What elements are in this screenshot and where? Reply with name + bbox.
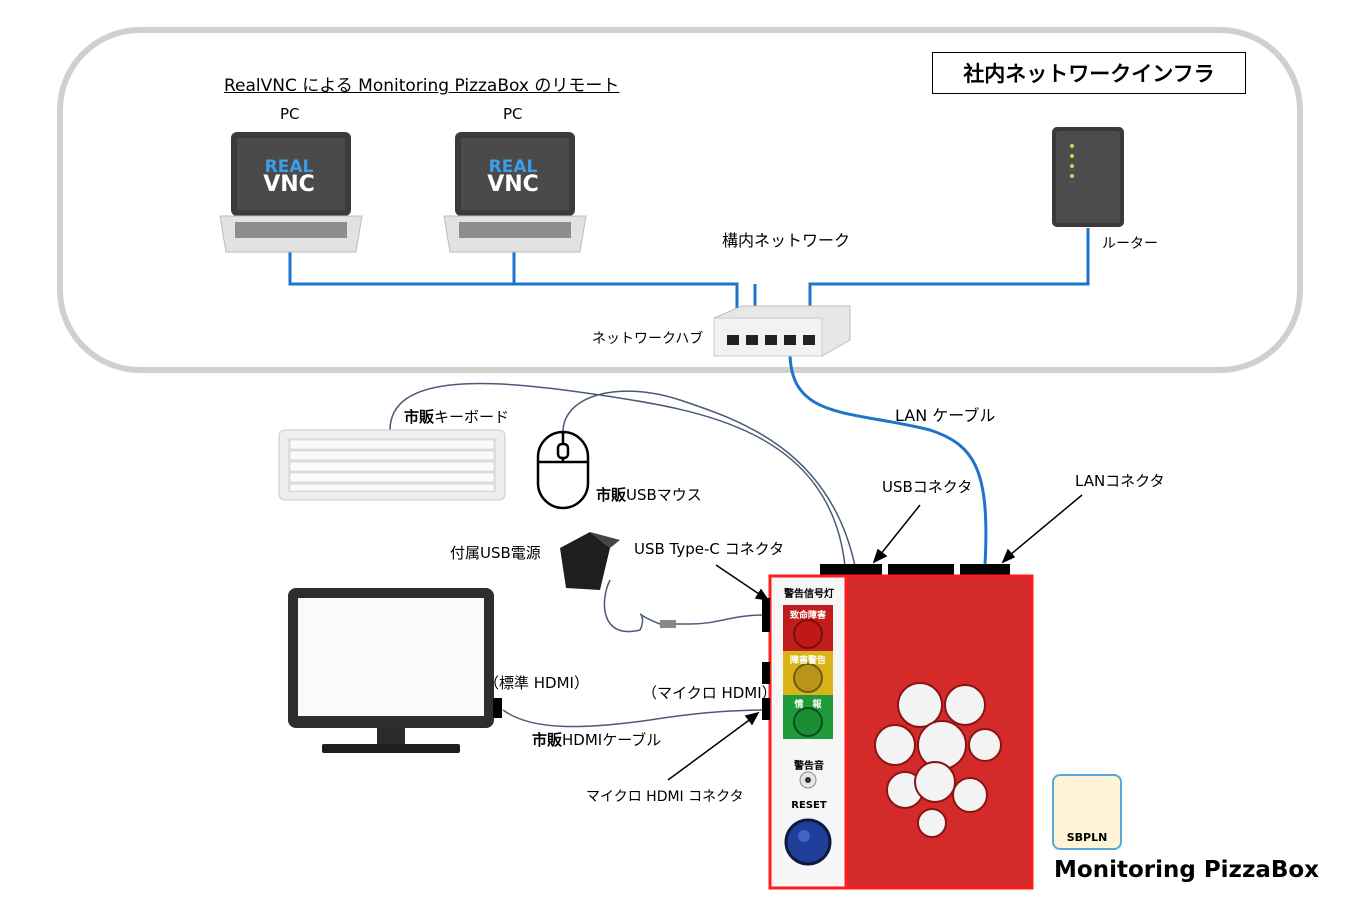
usb-arrow-head bbox=[872, 548, 888, 564]
hdmi-cable-label: 市販HDMIケーブル bbox=[532, 733, 661, 748]
hdmi-cable-label-rest: HDMIケーブル bbox=[562, 731, 662, 749]
remote-title: RealVNC による Monitoring PizzaBox のリモート bbox=[224, 76, 620, 96]
usb-port-1 bbox=[820, 564, 882, 576]
hdmi-port-2 bbox=[762, 698, 770, 720]
hdmi-cable bbox=[502, 709, 766, 728]
lan-cables bbox=[288, 228, 1090, 566]
lan-arrow-head bbox=[1001, 548, 1016, 564]
keyboard-label: 市販キーボード bbox=[404, 410, 509, 425]
product-name: Monitoring PizzaBox bbox=[1054, 857, 1320, 883]
pc1-label: PC bbox=[280, 105, 300, 123]
vnc-logo-1-bottom: VNC bbox=[263, 172, 315, 197]
lan-port bbox=[960, 564, 1010, 576]
vnc-logo-1-top: REAL bbox=[264, 157, 314, 177]
hdmi-cable-label-bold: 市販 bbox=[532, 731, 563, 749]
usb-connector-label: USBコネクタ bbox=[882, 478, 973, 496]
monitor-graphic bbox=[288, 588, 502, 753]
lamp-green-label: 情 報 bbox=[794, 700, 822, 710]
vnc-logo-2-bottom: VNC bbox=[487, 172, 539, 197]
power-label: 付属USB電源 bbox=[450, 544, 541, 562]
campus-network-label: 構内ネットワーク bbox=[722, 231, 851, 250]
keyboard-cable bbox=[389, 382, 846, 567]
typec-port bbox=[762, 598, 770, 632]
reset-label: RESET bbox=[791, 800, 827, 811]
router-graphic bbox=[1052, 127, 1124, 227]
lan-connector-label: LANコネクタ bbox=[1075, 472, 1165, 490]
warning-lights-title: 警告信号灯 bbox=[784, 589, 834, 600]
router-lan-cable bbox=[808, 228, 1090, 312]
lamp-red-label: 致命障害 bbox=[789, 611, 826, 621]
keyboard-graphic bbox=[278, 429, 506, 501]
infra-boundary bbox=[57, 27, 1303, 373]
mouse-label-rest: USBマウス bbox=[626, 486, 702, 504]
usb-port-2 bbox=[888, 564, 954, 576]
buzzer-label: 警告音 bbox=[794, 761, 824, 772]
typec-label: USB Type-C コネクタ bbox=[634, 540, 785, 558]
peripheral-cables bbox=[389, 382, 856, 728]
lan-cable-label: LAN ケーブル bbox=[895, 406, 996, 425]
vnc-logo-1: REAL VNC bbox=[259, 157, 319, 197]
power-cable bbox=[603, 579, 766, 633]
micro-hdmi-arrow-head bbox=[744, 711, 760, 726]
sbpln-logo-text: SBPLN bbox=[1066, 831, 1108, 844]
mouse-graphic bbox=[536, 430, 590, 510]
vent-holes bbox=[874, 682, 1002, 838]
pointer-arrows bbox=[667, 494, 1083, 781]
pizzabox-graphic bbox=[762, 564, 1034, 890]
sbpln-logo: SBPLN bbox=[1052, 774, 1122, 850]
micro-hdmi-connector-label: マイクロ HDMI コネクタ bbox=[586, 789, 744, 805]
laptop-2-graphic bbox=[443, 132, 587, 253]
box-lan-cable bbox=[788, 351, 988, 566]
router-label: ルーター bbox=[1102, 236, 1158, 252]
mouse-label-bold: 市販 bbox=[596, 486, 627, 504]
hub-label: ネットワークハブ bbox=[592, 331, 704, 347]
lamp-yellow-label: 障害警告 bbox=[789, 656, 826, 666]
vnc-logo-2: REAL VNC bbox=[483, 157, 543, 197]
keyboard-label-bold: 市販 bbox=[404, 408, 435, 426]
network-hub-graphic bbox=[713, 305, 851, 357]
std-hdmi-label: （標準 HDMI） bbox=[484, 674, 589, 692]
vnc-logo-2-top: REAL bbox=[488, 157, 538, 177]
hdmi-port-1 bbox=[762, 662, 770, 684]
keyboard-label-rest: キーボード bbox=[434, 408, 510, 426]
infra-title: 社内ネットワークインフラ bbox=[932, 52, 1246, 94]
laptop-1-graphic bbox=[219, 132, 363, 253]
mouse-cable bbox=[562, 390, 856, 567]
mouse-label: 市販USBマウス bbox=[596, 488, 702, 503]
power-adapter-graphic bbox=[560, 532, 676, 628]
pc2-label: PC bbox=[503, 105, 523, 123]
micro-hdmi-label: （マイクロ HDMI） bbox=[642, 684, 777, 702]
